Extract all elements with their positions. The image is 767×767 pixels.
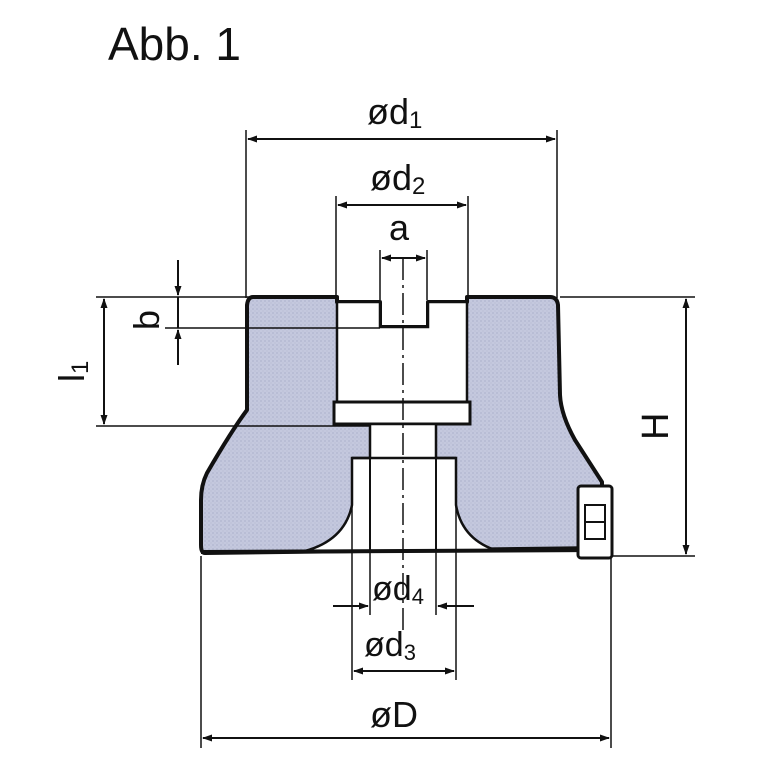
d2-label: ød2 xyxy=(370,157,425,200)
center-bore xyxy=(335,300,469,404)
l1-label: l1 xyxy=(51,361,94,382)
D-label: øD xyxy=(370,694,418,735)
a-label: a xyxy=(389,207,410,248)
b-label: b xyxy=(126,310,167,330)
bottom-face xyxy=(200,548,603,554)
d3-label: ød3 xyxy=(364,626,416,665)
d4-label: ød4 xyxy=(372,570,424,609)
bore-shoulder xyxy=(332,400,472,426)
h-label: H xyxy=(635,413,677,440)
figure-title: Abb. 1 xyxy=(108,18,241,70)
d1-label: ød1 xyxy=(367,91,422,134)
